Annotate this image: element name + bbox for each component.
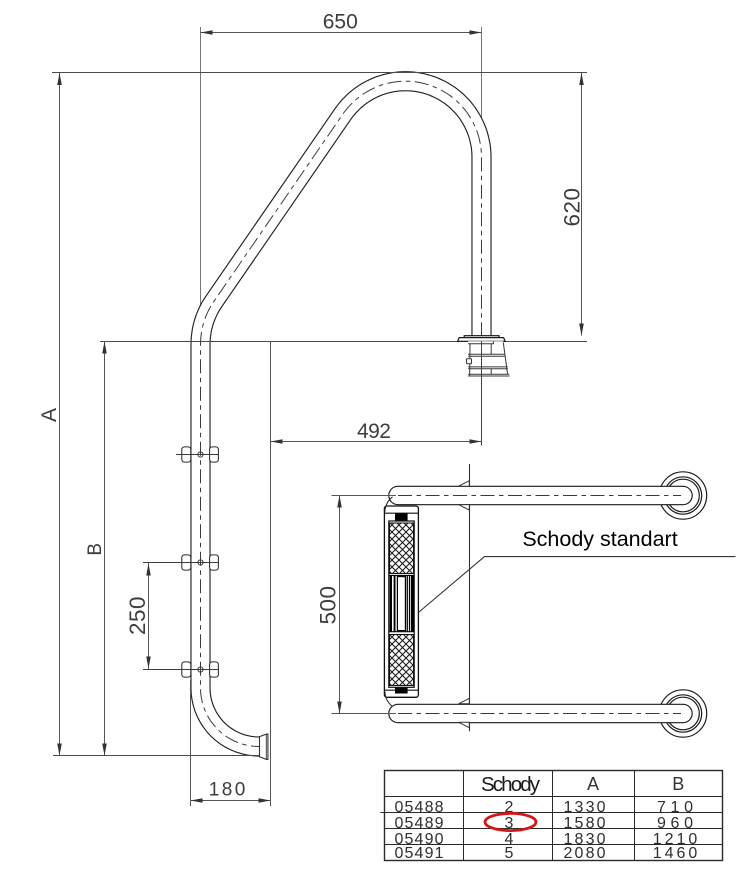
svg-text:Schody standart: Schody standart [522,527,677,551]
svg-text:4: 4 [505,831,514,848]
svg-text:180: 180 [209,780,246,801]
svg-text:B: B [85,542,106,555]
svg-text:A: A [38,407,61,422]
svg-text:05488: 05488 [395,799,444,816]
svg-text:Schody: Schody [481,773,541,796]
svg-text:B: B [672,774,685,794]
svg-text:250: 250 [125,596,150,635]
svg-text:710: 710 [657,799,693,816]
svg-text:650: 650 [323,11,359,34]
svg-text:5: 5 [505,845,514,862]
svg-text:05489: 05489 [395,815,444,832]
svg-text:05491: 05491 [395,845,444,862]
svg-text:492: 492 [357,420,392,443]
svg-text:2: 2 [505,799,514,816]
svg-text:960: 960 [657,815,693,832]
svg-text:620: 620 [559,187,584,226]
svg-text:A: A [587,774,600,794]
svg-text:500: 500 [316,585,341,624]
svg-text:05490: 05490 [395,831,444,848]
svg-text:3: 3 [505,815,514,832]
